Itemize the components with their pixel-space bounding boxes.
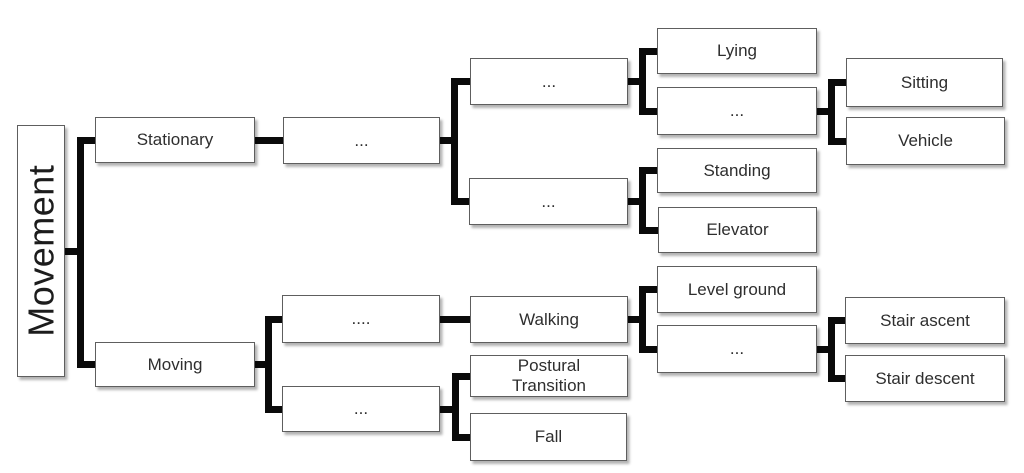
node-elevator: Elevator	[658, 207, 817, 253]
node-fall: Fall	[470, 413, 627, 461]
node-standing-group: ...	[469, 178, 628, 225]
connector-segment	[76, 136, 95, 144]
node-label-standing: Standing	[703, 160, 771, 180]
node-postural-transition: Postural Transition	[470, 355, 628, 397]
node-walking-group: ....	[282, 295, 440, 343]
connector-segment	[639, 286, 657, 293]
node-label-lying-group: ...	[541, 71, 557, 91]
node-label-sitting: Sitting	[900, 72, 949, 92]
connector-segment	[76, 361, 95, 368]
node-stairs-group: ...	[657, 325, 817, 373]
connector-segment	[440, 137, 458, 144]
connector-segment	[265, 315, 272, 413]
node-label-walking: Walking	[519, 309, 579, 329]
node-label-movement: Movement	[20, 164, 62, 338]
node-label-stationary-sub: ...	[354, 130, 369, 150]
node-label-sitting-group: ...	[729, 101, 745, 121]
node-stationary: Stationary	[95, 117, 255, 163]
connector-segment	[828, 137, 846, 145]
connector-segment	[828, 79, 835, 145]
connector-segment	[265, 315, 282, 323]
connector-segment	[817, 107, 835, 115]
connector-segment	[639, 286, 646, 353]
connector-segment	[639, 167, 657, 174]
node-label-postural-transition: Postural Transition	[511, 356, 586, 395]
node-stair-ascent: Stair ascent	[845, 297, 1005, 344]
connector-segment	[639, 226, 658, 234]
connector-segment	[639, 107, 657, 115]
connector-segment	[265, 405, 282, 413]
node-label-postural-group: ...	[353, 399, 369, 419]
connector-segment	[255, 361, 272, 368]
node-lying: Lying	[657, 28, 817, 74]
connector-segment	[255, 136, 283, 144]
connector-segment	[827, 375, 845, 382]
node-movement: Movement	[17, 125, 65, 377]
node-label-level-ground: Level ground	[687, 279, 787, 299]
node-postural-group: ...	[282, 386, 440, 432]
connector-segment	[451, 198, 469, 205]
node-label-fall: Fall	[534, 427, 563, 447]
connector-segment	[639, 345, 657, 353]
node-level-ground: Level ground	[657, 266, 817, 313]
node-sitting: Sitting	[846, 58, 1003, 107]
connector-segment	[639, 47, 646, 115]
node-label-vehicle: Vehicle	[898, 131, 953, 151]
connector-segment	[451, 372, 470, 380]
node-label-lying: Lying	[716, 41, 757, 61]
connector-segment	[828, 79, 846, 86]
connector-segment	[827, 317, 845, 324]
node-label-stairs-group: ...	[729, 339, 745, 359]
connector-segment	[628, 316, 646, 323]
node-stair-descent: Stair descent	[845, 355, 1005, 402]
node-label-walking-group: ....	[351, 309, 371, 329]
connector-segment	[65, 247, 84, 255]
connector-segment	[451, 372, 459, 441]
node-label-stair-ascent: Stair ascent	[880, 310, 970, 330]
node-label-stationary: Stationary	[136, 130, 214, 150]
connector-segment	[451, 78, 470, 85]
connector-segment	[639, 167, 646, 234]
connector-segment	[817, 345, 835, 353]
connector-segment	[628, 78, 646, 85]
connector-segment	[639, 47, 657, 55]
node-lying-group: ...	[470, 58, 628, 105]
node-sitting-group: ...	[657, 87, 817, 135]
connector-segment	[440, 315, 470, 323]
connector-segment	[827, 317, 835, 382]
connector-segment	[451, 78, 458, 205]
node-standing: Standing	[657, 148, 817, 193]
node-label-moving: Moving	[147, 354, 203, 374]
node-moving: Moving	[95, 342, 255, 387]
node-label-stair-descent: Stair descent	[875, 368, 975, 388]
node-stationary-sub: ...	[283, 117, 440, 164]
connector-segment	[628, 198, 646, 205]
node-walking: Walking	[470, 296, 628, 343]
node-label-elevator: Elevator	[706, 220, 769, 240]
node-label-standing-group: ...	[541, 191, 556, 211]
connector-segment	[76, 136, 84, 368]
connector-segment	[440, 405, 459, 413]
connector-segment	[451, 433, 470, 441]
node-vehicle: Vehicle	[846, 117, 1005, 165]
